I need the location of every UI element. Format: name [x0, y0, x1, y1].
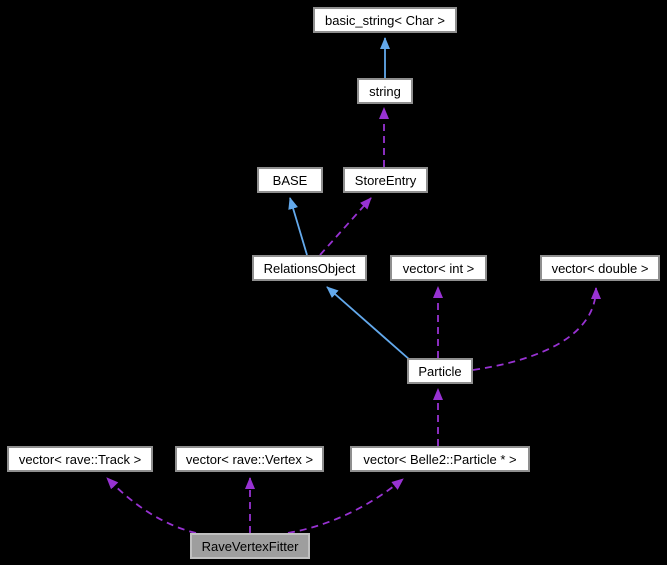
- node-store-entry[interactable]: StoreEntry: [343, 167, 428, 193]
- node-vector-double[interactable]: vector< double >: [540, 255, 660, 281]
- node-particle[interactable]: Particle: [407, 358, 473, 384]
- usage-arrow-particle-to-vector-double: [472, 287, 601, 371]
- usage-arrow-relationsobject-to-storeentry: [319, 197, 372, 256]
- node-vector-belle2-particle[interactable]: vector< Belle2::Particle * >: [350, 446, 530, 472]
- node-relations-object[interactable]: RelationsObject: [252, 255, 367, 281]
- inheritance-arrow-particle-to-relationsobject: [326, 286, 411, 361]
- node-vector-rave-vertex[interactable]: vector< rave::Vertex >: [175, 446, 324, 472]
- inheritance-arrow-relationsobject-to-base: [288, 197, 308, 256]
- usage-arrow-ravevertexfitter-to-vector-belle2: [287, 478, 404, 534]
- node-basic-string[interactable]: basic_string< Char >: [313, 7, 457, 33]
- node-vector-rave-track[interactable]: vector< rave::Track >: [7, 446, 153, 472]
- node-vector-int[interactable]: vector< int >: [390, 255, 487, 281]
- node-string[interactable]: string: [357, 78, 413, 104]
- usage-arrow-ravevertexfitter-to-vector-rave-track: [106, 477, 197, 534]
- node-base[interactable]: BASE: [257, 167, 323, 193]
- node-rave-vertex-fitter: RaveVertexFitter: [190, 533, 310, 559]
